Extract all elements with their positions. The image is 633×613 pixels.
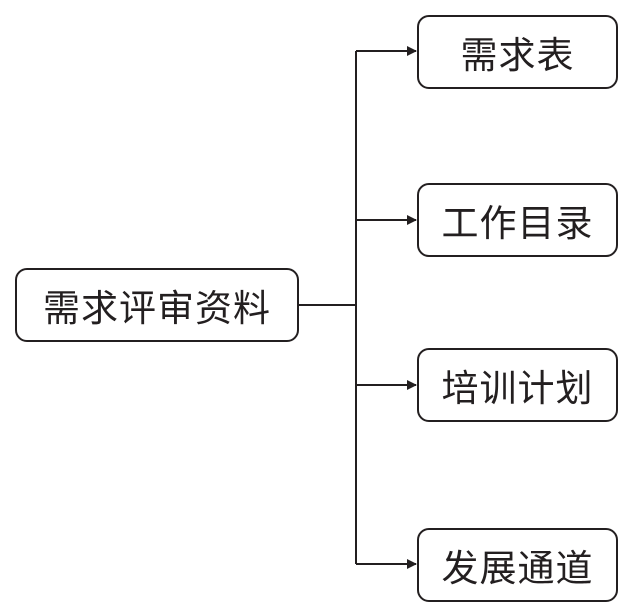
- child-node-label: 发展通道: [441, 547, 594, 590]
- child-node-label: 培训计划: [441, 367, 594, 410]
- child-node-label: 需求表: [460, 34, 575, 77]
- child-node-career-path: 发展通道: [417, 528, 618, 602]
- child-node-requirements-table: 需求表: [417, 15, 618, 89]
- root-node-label: 需求评审资料: [43, 287, 271, 330]
- child-node-work-directory: 工作目录: [417, 183, 618, 257]
- root-node: 需求评审资料: [15, 268, 299, 342]
- child-node-training-plan: 培训计划: [417, 348, 618, 422]
- child-node-label: 工作目录: [441, 202, 594, 245]
